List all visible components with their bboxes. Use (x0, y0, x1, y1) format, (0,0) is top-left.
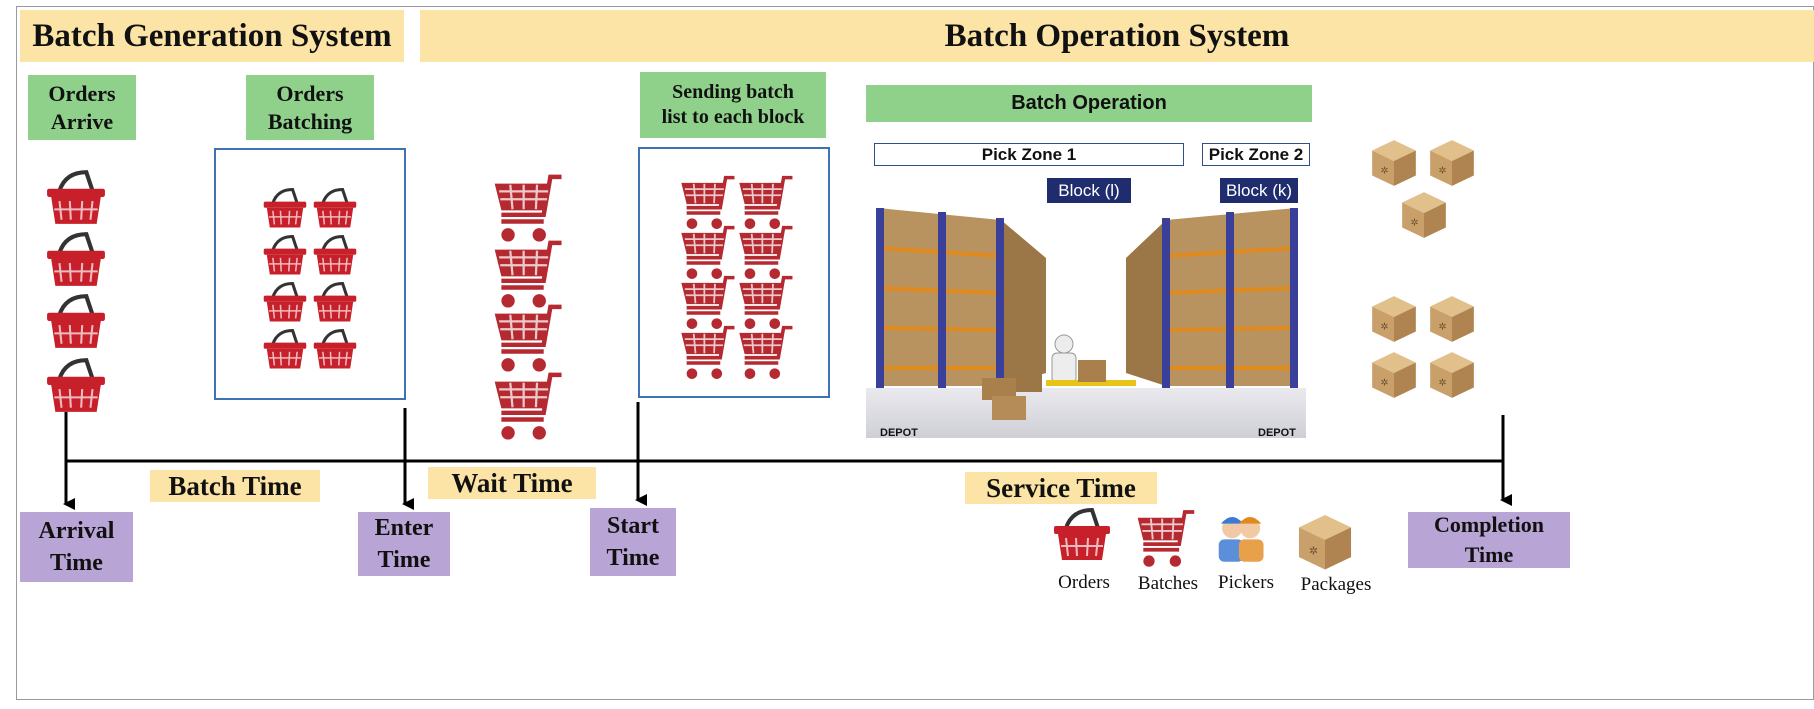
batch-list-cart-icon (734, 222, 796, 286)
service-time-label: Service Time (965, 472, 1157, 504)
batch-cart-icon (488, 300, 566, 379)
batch-cart-icon (488, 236, 566, 315)
orders-batching-box (214, 148, 406, 400)
legend-packages-label: Packages (1300, 574, 1372, 595)
batched-basket-icon (312, 328, 358, 375)
legend-orders-icon (1052, 507, 1112, 567)
package-icon: ✲ (1398, 188, 1450, 245)
block-l-label: Block (l) (1047, 178, 1131, 203)
pick-zone-2: Pick Zone 2 (1202, 143, 1310, 166)
legend-packages-icon: ✲ (1294, 510, 1356, 577)
svg-text:✲: ✲ (1438, 166, 1446, 176)
legend-batches-icon (1132, 506, 1198, 574)
batch-list-cart-icon (734, 272, 796, 336)
batched-basket-icon (312, 234, 358, 281)
batched-basket-icon (262, 328, 308, 375)
arrival-time-label: Arrival Time (20, 512, 133, 582)
batch-list-cart-icon (734, 172, 796, 236)
completion-time-label: Completion Time (1408, 512, 1570, 568)
batch-list-cart-icon (734, 322, 796, 386)
depot-left-label: DEPOT (880, 427, 918, 439)
batch-list-cart-icon (676, 272, 738, 336)
package-icon: ✲ (1426, 292, 1478, 349)
wait-time-label: Wait Time (428, 467, 596, 499)
batch-list-box (638, 147, 830, 398)
batch-list-cart-icon (676, 172, 738, 236)
batched-basket-icon (262, 234, 308, 281)
start-time-label: Start Time (590, 508, 676, 576)
svg-text:✲: ✲ (1410, 218, 1418, 228)
svg-text:✲: ✲ (1438, 378, 1446, 388)
package-icon: ✲ (1368, 348, 1420, 405)
package-icon: ✲ (1426, 348, 1478, 405)
enter-time-label: Enter Time (358, 512, 450, 576)
batch-time-label: Batch Time (150, 470, 320, 502)
batched-basket-icon (312, 281, 358, 328)
svg-text:✲: ✲ (1380, 166, 1388, 176)
svg-text:✲: ✲ (1380, 378, 1388, 388)
legend-batches-label: Batches (1137, 573, 1199, 594)
batch-list-cart-icon (676, 322, 738, 386)
pick-zone-1: Pick Zone 1 (874, 143, 1184, 166)
legend-pickers-label: Pickers (1218, 572, 1274, 593)
package-icon: ✲ (1368, 136, 1420, 193)
batch-generation-header: Batch Generation System (20, 10, 404, 62)
batch-operation-header: Batch Operation System (420, 10, 1814, 62)
package-icon: ✲ (1368, 292, 1420, 349)
legend-pickers-icon (1212, 508, 1268, 569)
sending-batch-label: Sending batch list to each block (640, 72, 826, 138)
batched-basket-icon (262, 281, 308, 328)
order-basket-icon (45, 232, 107, 293)
package-icon: ✲ (1426, 136, 1478, 193)
orders-batching-label: Orders Batching (246, 75, 374, 140)
orders-arrive-label: Orders Arrive (28, 75, 136, 140)
batch-cart-icon (488, 368, 566, 447)
batch-operation-label: Batch Operation (866, 85, 1312, 122)
depot-right-label: DEPOT (1258, 427, 1296, 439)
order-basket-icon (45, 170, 107, 231)
svg-text:✲: ✲ (1438, 322, 1446, 332)
batched-basket-icon (262, 187, 308, 234)
legend-orders-label: Orders (1058, 572, 1110, 593)
svg-text:✲: ✲ (1380, 322, 1388, 332)
batch-cart-icon (488, 170, 566, 249)
order-basket-icon (45, 358, 107, 419)
block-k-label: Block (k) (1220, 178, 1298, 203)
svg-text:✲: ✲ (1309, 546, 1318, 558)
order-basket-icon (45, 294, 107, 355)
batch-list-cart-icon (676, 222, 738, 286)
batched-basket-icon (312, 187, 358, 234)
